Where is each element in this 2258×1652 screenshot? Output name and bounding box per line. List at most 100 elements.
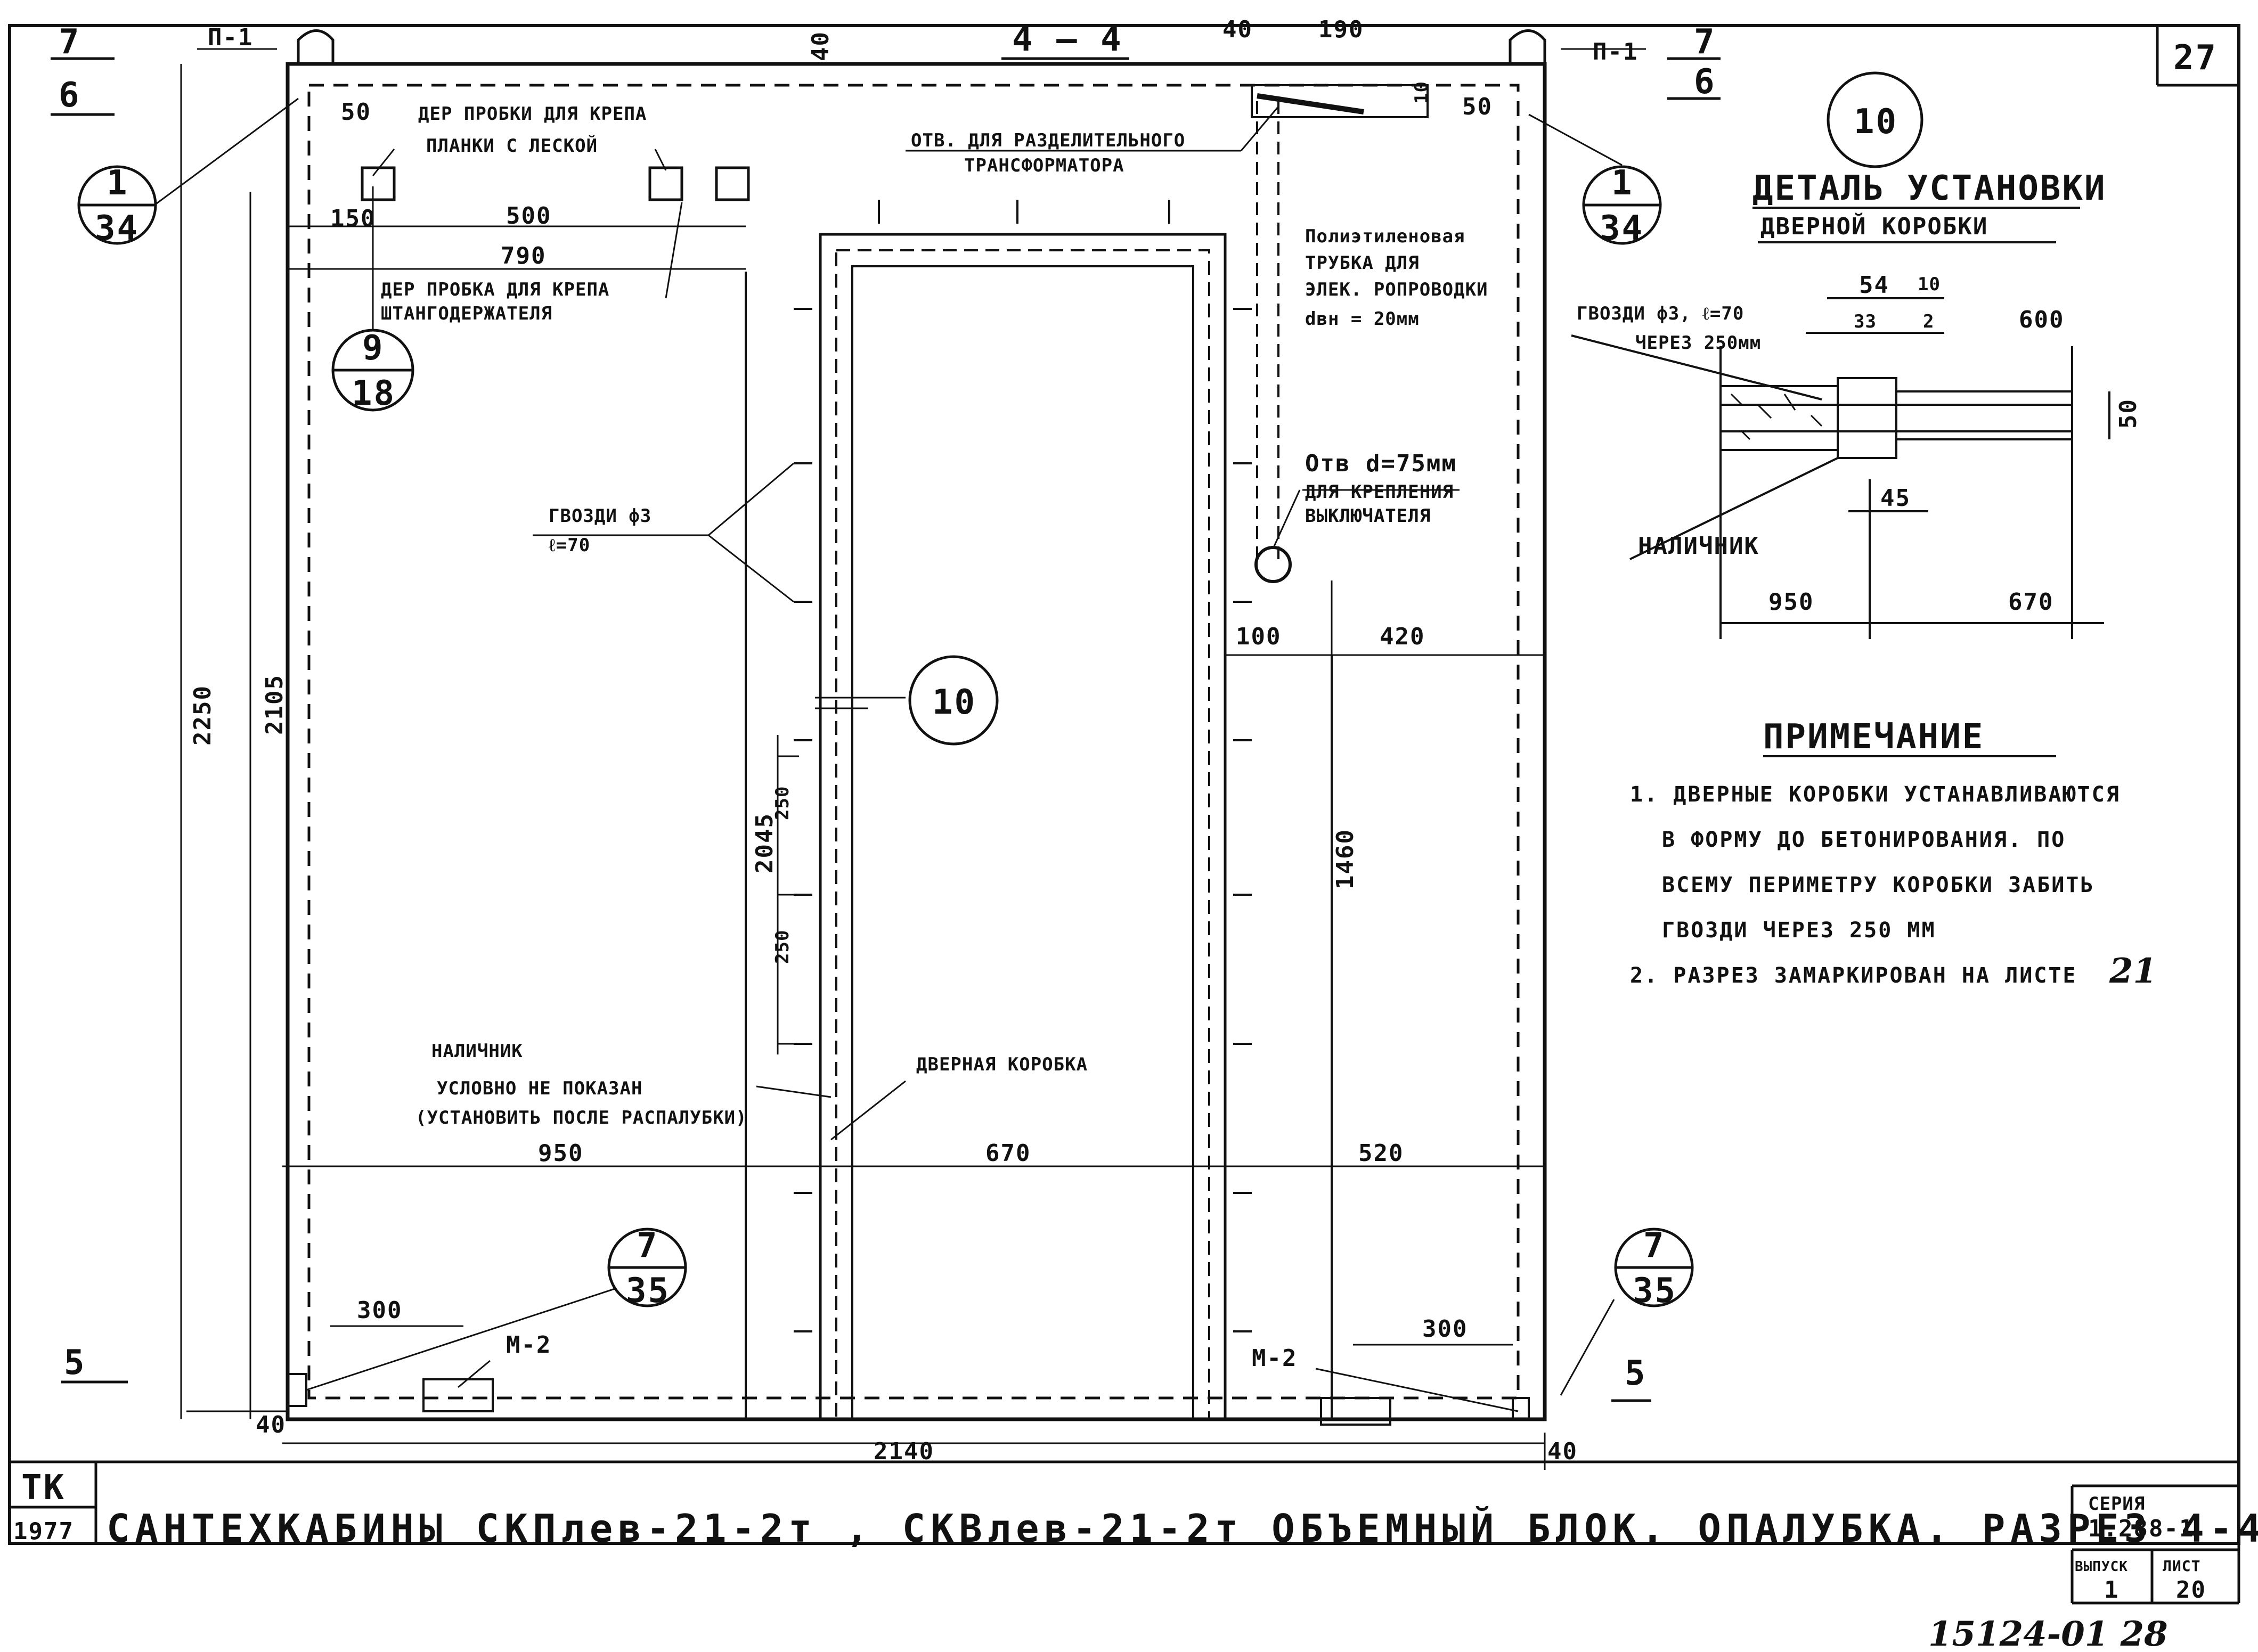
nail-marks (794, 200, 1252, 1332)
callout-1-34-right-den: 34 (1600, 209, 1644, 248)
note-2: 2. РАЗРЕЗ ЗАМАРКИРОВАН НА ЛИСТЕ (1630, 963, 2077, 988)
detail-d10: 10 (1918, 274, 1941, 295)
p1-right: П-1 (1593, 38, 1638, 66)
notes-heading: ПРИМЕЧАНИЕ (1763, 717, 1984, 757)
sheet-label: ЛИСТ (2163, 1557, 2200, 1575)
label-m2-right: М-2 (1252, 1345, 1297, 1372)
detail-door-frame: ДЕТАЛЬ УСТАНОВКИ ДВЕРНОЙ КОРОБКИ ГВОЗДИ … (1571, 169, 2142, 639)
label-nails1: ГВОЗДИ ф3 (549, 505, 651, 527)
dim-790: 790 (501, 242, 546, 269)
label-door-frame: ДВЕРНАЯ КОРОБКА (916, 1054, 1088, 1075)
label-nails2: ℓ=70 (549, 535, 590, 556)
dim-100: 100 (1236, 623, 1281, 650)
sheet-value: 20 (2176, 1576, 2206, 1604)
mark-tr-bottom: 6 (1694, 62, 1716, 102)
page-number: 27 (2173, 38, 2218, 78)
label-m2-left: М-2 (506, 1331, 551, 1359)
detail-title2: ДВЕРНОЙ КОРОБКИ (1760, 212, 1988, 240)
detail-d50: 50 (2115, 398, 2142, 429)
callout-1-34-left-num: 1 (107, 163, 129, 203)
dim-50-right: 50 (1462, 93, 1493, 120)
label-switch3: ВЫКЛЮЧАТЕЛЯ (1305, 505, 1431, 527)
detail-d670: 670 (2008, 588, 2053, 616)
dim-10: 10 (1411, 81, 1432, 104)
detail-d33: 33 (1854, 311, 1877, 332)
title-block (10, 1460, 2240, 1605)
dim-670: 670 (985, 1140, 1031, 1167)
issue-label: ВЫПУСК (2075, 1559, 2128, 1575)
label-hole-holder: ДЕР ПРОБКА ДЛЯ КРЕПА (381, 279, 609, 300)
org-code: ТК (21, 1468, 66, 1508)
dim-50-left: 50 (341, 99, 371, 126)
label-switch2: ДЛЯ КРЕПЛЕНИЯ (1305, 481, 1454, 503)
label-pipe4: dвн = 20мм (1305, 308, 1420, 330)
note-1d: ГВОЗДИ ЧЕРЕЗ 250 ММ (1662, 918, 1936, 943)
label-hole-plank2: ПЛАНКИ С ЛЕСКОЙ (426, 135, 598, 157)
dimension-lines (51, 48, 1721, 1470)
section-title: 4 – 4 (1012, 20, 1123, 59)
mark-tr-top: 7 (1694, 22, 1716, 62)
dim-300-right: 300 (1422, 1315, 1468, 1343)
callout-circles (77, 71, 1923, 1307)
detail-nails1: ГВОЗДИ ф3, ℓ=70 (1577, 303, 1744, 324)
footer-handwritten: 15124-01 28 (1928, 1614, 2168, 1652)
label-hole-holder2: ШТАНГОДЕРЖАТЕЛЯ (381, 303, 552, 324)
dim-40-bl: 40 (256, 1411, 286, 1438)
dim-250a: 250 (772, 786, 793, 820)
note-1c: ВСЕМУ ПЕРИМЕТРУ КОРОБКИ ЗАБИТЬ (1662, 873, 2094, 897)
mark-tl-top: 7 (59, 22, 81, 62)
series-value: 1.288-1 (2088, 1515, 2194, 1542)
detail-d600: 600 (2019, 306, 2064, 333)
label-trim1: НАЛИЧНИК (431, 1041, 523, 1062)
dim-2045: 2045 (751, 813, 778, 873)
label-trim2: УСЛОВНО НЕ ПОКАЗАН (437, 1078, 642, 1099)
callout-1-34-left-den: 34 (95, 209, 139, 248)
dim-300-left: 300 (357, 1297, 402, 1324)
dim-420: 420 (1380, 623, 1425, 650)
dim-250b: 250 (772, 930, 793, 964)
label-pipe3: ЭЛЕК. РОПРОВОДКИ (1305, 279, 1488, 300)
label-trim3: (УСТАНОВИТЬ ПОСЛЕ РАСПАЛУБКИ) (415, 1107, 747, 1128)
callout-10-detail: 10 (1854, 102, 1898, 142)
p1-left: П-1 (208, 24, 253, 51)
issue-value: 1 (2104, 1576, 2120, 1604)
callout-7-35-right-den: 35 (1633, 1271, 1677, 1311)
detail-d950: 950 (1768, 588, 1814, 616)
callout-10-main: 10 (932, 683, 976, 722)
dim-40-r: 40 (1222, 16, 1253, 43)
dim-150: 150 (330, 205, 376, 232)
mark-bl: 5 (64, 1343, 86, 1383)
label-pipe1: Полиэтиленовая (1305, 226, 1465, 247)
detail-d54: 54 (1859, 272, 1889, 299)
dim-520: 520 (1358, 1140, 1404, 1167)
label-transformer2: ТРАНСФОРМАТОРА (964, 155, 1124, 176)
dim-40-top: 40 (807, 31, 834, 61)
dim-500: 500 (506, 202, 551, 230)
sheet-frame (8, 24, 2240, 1545)
label-pipe2: ТРУБКА ДЛЯ (1305, 252, 1420, 274)
label-transformer1: ОТВ. ДЛЯ РАЗДЕЛИТЕЛЬНОГО (911, 130, 1185, 151)
detail-d2: 2 (1923, 311, 1934, 332)
detail-trim: НАЛИЧНИК (1638, 533, 1759, 560)
dim-2250: 2250 (189, 685, 216, 746)
callout-7-35-left-den: 35 (626, 1271, 670, 1311)
drawing-title: САНТЕХКАБИНЫ СКПлев-21-2т , СКВлев-21-2т… (107, 1506, 2258, 1551)
callout-9-18-num: 9 (362, 329, 385, 368)
label-hole-plank: ДЕР ПРОБКИ ДЛЯ КРЕПА (418, 103, 647, 125)
callout-7-35-left-num: 7 (637, 1226, 659, 1265)
note-2-sheet: 21 (2109, 951, 2157, 991)
dim-950: 950 (538, 1140, 583, 1167)
series-label: СЕРИЯ (2088, 1493, 2145, 1515)
note-1b: В ФОРМУ ДО БЕТОНИРОВАНИЯ. ПО (1662, 828, 2066, 852)
note-1a: 1. ДВЕРНЫЕ КОРОБКИ УСТАНАВЛИВАЮТСЯ (1630, 782, 2121, 807)
callout-7-35-right-num: 7 (1643, 1226, 1666, 1265)
mark-br: 5 (1625, 1354, 1647, 1393)
mark-tl-bottom: 6 (59, 76, 81, 115)
dim-190: 190 (1318, 16, 1364, 43)
detail-d45: 45 (1880, 485, 1911, 512)
label-switch1: Отв d=75мм (1305, 450, 1457, 477)
org-year: 1977 (13, 1518, 74, 1545)
detail-title1: ДЕТАЛЬ УСТАНОВКИ (1752, 169, 2107, 208)
